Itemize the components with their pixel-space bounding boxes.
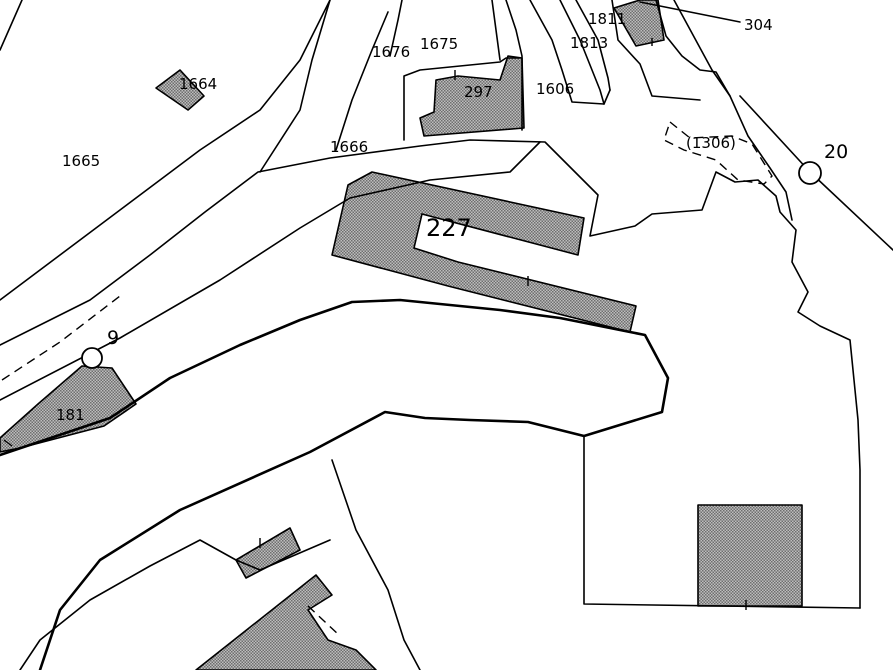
- parcel-label-1675: 1675: [420, 35, 458, 53]
- parcel-label-1664: 1664: [179, 75, 217, 93]
- building-181: [0, 365, 137, 453]
- parcel-label-297: 297: [464, 83, 493, 101]
- parcel-label-181: 181: [56, 406, 85, 424]
- parcel-label-1666: 1666: [330, 138, 368, 156]
- road-boundary: [0, 298, 670, 670]
- survey-points: [81, 161, 822, 369]
- dashed-lines: [1, 120, 773, 637]
- parcel-label-1606: 1606: [536, 80, 574, 98]
- building-1664: [155, 69, 205, 111]
- parcel-label-1813: 1813: [570, 34, 608, 52]
- labels: 1811 1813 304 1676 1675 1664 297 1606 (1…: [56, 10, 848, 424]
- survey-point-20: [798, 161, 822, 185]
- parcel-label-1811: 1811: [588, 10, 626, 28]
- buildings: [0, 0, 803, 670]
- parcel-label-1306: (1306): [686, 134, 736, 152]
- building-227: [331, 171, 637, 333]
- dashed-lower: [307, 605, 341, 637]
- parcel-label-1676: 1676: [372, 43, 410, 61]
- survey-point-label-20: 20: [824, 141, 848, 163]
- building-small: [235, 527, 301, 579]
- parcel-label-304: 304: [744, 16, 773, 34]
- survey-point-9: [81, 347, 103, 369]
- parcel-label-227: 227: [426, 214, 472, 242]
- parcel-label-1665: 1665: [62, 152, 100, 170]
- dashed-road-axis: [1, 295, 121, 381]
- building-square: [697, 504, 803, 607]
- survey-point-label-9: 9: [107, 327, 119, 349]
- building-lower-left: [195, 574, 377, 670]
- building-297: [419, 55, 525, 137]
- dashed-parcel-1306: [663, 120, 773, 185]
- road-edge-upper: [0, 298, 670, 670]
